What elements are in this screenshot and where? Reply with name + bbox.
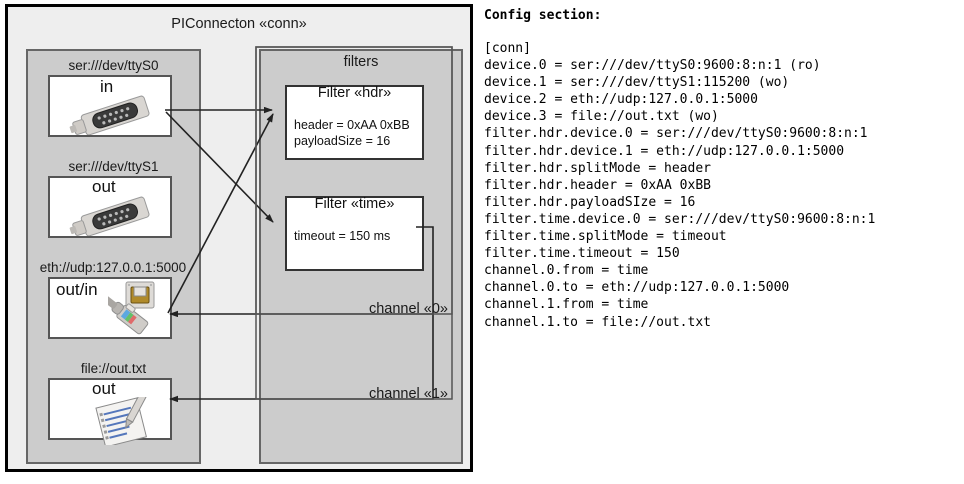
text-file-icon [95,397,149,445]
device-label-file: file://out.txt [80,361,147,376]
filter-title-hdr: Filter «hdr» [317,85,392,101]
device-direction-eth: out/in [56,280,98,299]
device-direction-ttyS0: in [100,77,114,96]
connector-outer-frame: PIConnecton «conn» ser:///dev/ttyS0 in [5,4,473,472]
diagram-title: PIConnecton «conn» [171,16,307,32]
serial-port-icon [69,196,150,236]
filter-attrs-hdr: header = 0xAA 0xBB payloadSize = 16 [294,118,410,148]
serial-port-icon [69,95,150,135]
channel-label-1: channel «1» [368,386,448,402]
device-label-ttyS1: ser:///dev/ttyS1 [68,159,159,174]
config-heading: Config section: [484,8,602,23]
filter-attrs-time: timeout = 150 ms [294,229,391,243]
channel-label-0: channel «0» [368,301,448,317]
architecture-diagram: PIConnecton «conn» ser:///dev/ttyS0 in [0,0,478,484]
config-text: [conn] device.0 = ser:///dev/ttyS0:9600:… [484,41,876,330]
device-label-ttyS0: ser:///dev/ttyS0 [68,58,159,73]
filters-group-title: filters [343,54,379,70]
device-label-eth: eth://udp:127.0.0.1:5000 [39,260,187,275]
ethernet-plug-icon [108,281,155,335]
config-section: Config section: [conn] device.0 = ser://… [482,0,964,484]
device-box-eth[interactable] [48,277,172,339]
device-direction-file: out [92,379,116,398]
filter-title-time: Filter «time» [314,196,395,212]
device-direction-ttyS1: out [92,177,116,196]
